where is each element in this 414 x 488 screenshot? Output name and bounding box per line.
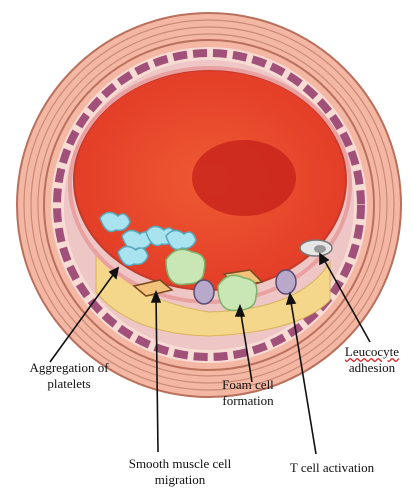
label-line-1: Smooth muscle cell [100, 456, 260, 472]
label-line-2: migration [100, 472, 260, 488]
leucocyte [300, 240, 332, 256]
label-line-1: Foam cell [208, 377, 288, 393]
label-line-1: Leucocyte [330, 344, 414, 360]
label-line-1: T cell activation [262, 460, 402, 476]
label-smooth-muscle-cell-migration: Smooth muscle cell migration [100, 456, 260, 488]
lumen-core [192, 140, 296, 216]
label-aggregation-of-platelets: Aggregation of platelets [4, 360, 134, 392]
label-line-1: Aggregation of [4, 360, 134, 376]
label-line-2: platelets [4, 376, 134, 392]
label-line-2: adhesion [330, 360, 414, 376]
label-line-2: formation [208, 393, 288, 409]
label-leucocyte-adhesion: Leucocyte adhesion [330, 344, 414, 376]
label-t-cell-activation: T cell activation [262, 460, 402, 476]
label-foam-cell-formation: Foam cell formation [208, 377, 288, 409]
